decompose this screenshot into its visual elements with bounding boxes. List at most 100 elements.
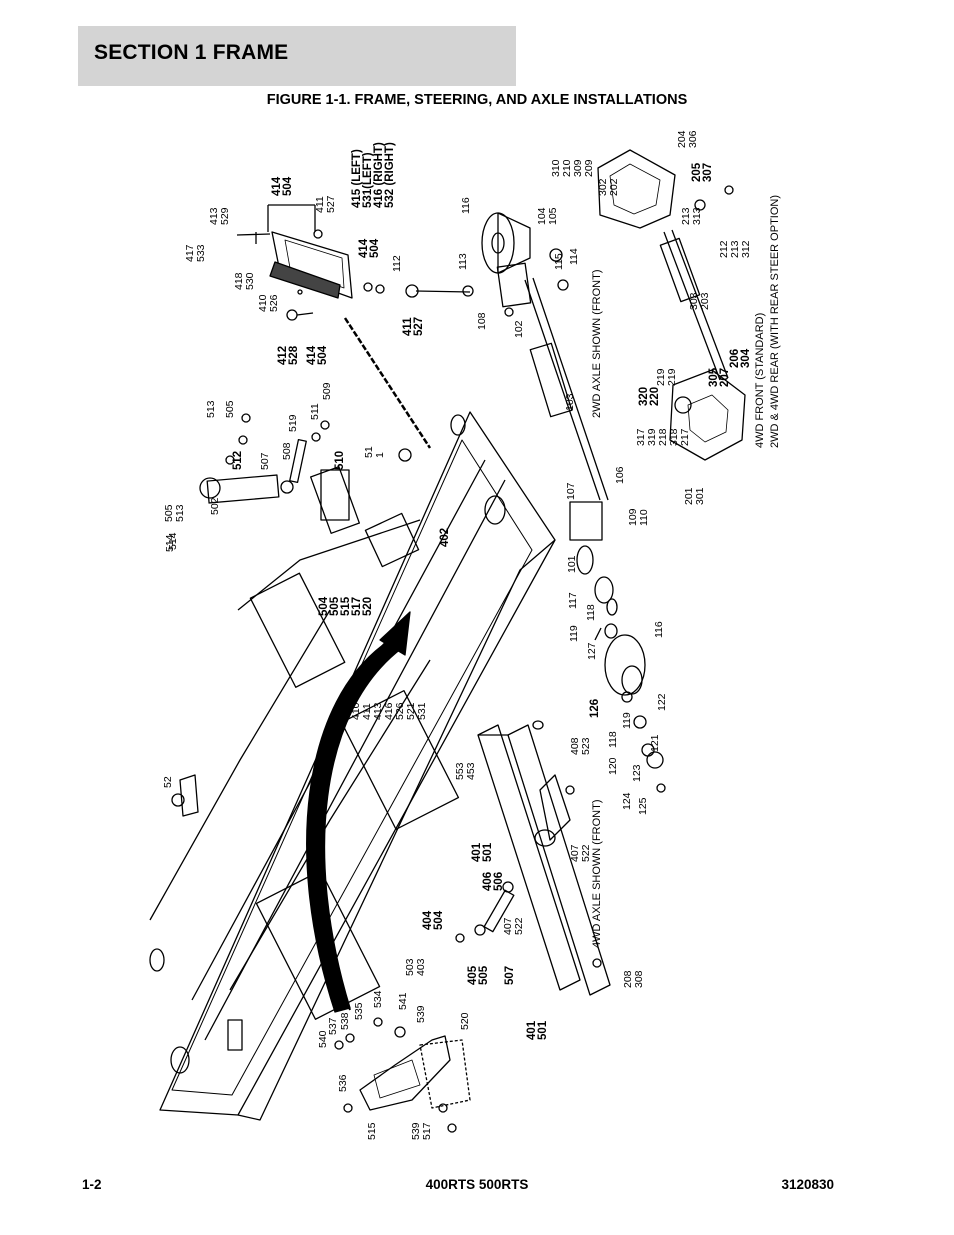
callout-line: 205	[691, 162, 703, 182]
callout-line: 116	[653, 621, 665, 638]
callout-70: 52	[162, 776, 174, 788]
note-rear-steer-option: 2WD & 4WD REAR (WITH REAR STEER OPTION)	[769, 195, 781, 448]
note-4wd-axle-front: 4WD AXLE SHOWN (FRONT)	[591, 799, 603, 948]
callout-line: 414	[358, 238, 370, 258]
callout-line: 512	[232, 451, 244, 470]
callout-line: 417	[184, 244, 196, 262]
callout-line: 506	[493, 872, 505, 891]
callout-line: 112	[391, 255, 403, 272]
callout-line: 416	[383, 702, 395, 720]
figure-title: FIGURE 1-1. FRAME, STEERING, AND AXLE IN…	[266, 92, 688, 108]
footer-page-number: 1-2	[82, 1177, 102, 1192]
callout-line: 402	[439, 528, 451, 547]
callout-81: 540	[317, 1030, 329, 1048]
callout-line: 118	[607, 731, 619, 748]
callout-87: 539	[415, 1005, 427, 1023]
callout-line: 414	[271, 176, 283, 196]
callout-line: 529	[219, 207, 231, 225]
axle-rear	[597, 149, 746, 461]
callout-line: 206	[729, 349, 741, 368]
callout-line: 531	[416, 702, 428, 720]
callout-line: 503	[404, 958, 416, 976]
callout-line: 403	[415, 958, 427, 976]
callout-line: 534	[372, 990, 384, 1008]
callout-12: 113	[457, 253, 469, 270]
callout-line: 510	[334, 451, 346, 470]
callout-line: 412	[277, 346, 289, 365]
callout-line: 401	[526, 1020, 538, 1040]
callout-60: 510	[334, 451, 346, 470]
callout-line: 309	[572, 159, 584, 177]
callout-13: 108	[476, 312, 488, 330]
callout-17: 115	[553, 253, 565, 270]
callout-59: 509	[321, 382, 333, 400]
callout-63: 514	[164, 534, 176, 552]
callout-line: 414	[306, 345, 318, 365]
callout-line: 115	[553, 253, 565, 270]
callout-line: 527	[325, 195, 337, 213]
callout-line: 517	[351, 597, 363, 616]
callout-line: 213	[729, 240, 741, 258]
callout-line: 505	[478, 965, 490, 985]
callout-54: 512	[232, 451, 244, 470]
callout-line: 531(LEFT)	[362, 152, 374, 208]
callout-line: 505	[224, 400, 236, 418]
callout-56: 508	[281, 442, 293, 460]
callout-line: 526	[268, 294, 280, 312]
callout-line: 101	[566, 555, 578, 573]
callout-line: 220	[649, 387, 661, 406]
callout-line: 123	[631, 764, 643, 782]
callout-line: 125	[637, 797, 649, 815]
callout-line: 407	[569, 844, 581, 862]
note-2wd-axle-front: 2WD AXLE SHOWN (FRONT)	[591, 269, 603, 418]
callout-line: 121	[649, 734, 661, 752]
callout-line: 504	[369, 238, 381, 258]
callout-64: 502	[209, 497, 221, 515]
callout-line: 218	[657, 428, 669, 446]
callout-line: 411	[314, 196, 326, 213]
callout-11: 112	[391, 255, 403, 272]
callout-line: 117	[567, 592, 579, 609]
callout-line: 119	[621, 712, 633, 729]
callout-line: 515	[366, 1122, 378, 1140]
callout-line: 413	[208, 207, 220, 225]
callout-37: 117	[567, 592, 579, 609]
callout-line: 539	[410, 1122, 422, 1140]
callout-38: 118	[585, 604, 597, 621]
callout-line: 120	[607, 757, 619, 775]
callout-line: 201	[683, 487, 695, 505]
callout-41: 116	[653, 621, 665, 638]
callout-line: 308	[633, 970, 645, 988]
callout-36: 101	[566, 555, 578, 573]
callout-line: 508	[281, 442, 293, 460]
callout-52: 513	[205, 400, 217, 418]
callout-14: 102	[513, 320, 525, 338]
callout-4: 415 (LEFT)531(LEFT)416 (RIGHT)532 (RIGHT…	[351, 142, 396, 208]
wheel-hub	[594, 576, 666, 793]
callout-78: 507	[504, 966, 516, 985]
callout-line: 109	[627, 508, 639, 526]
callout-line: 106	[614, 466, 626, 484]
callout-line: 51	[363, 446, 375, 458]
callout-line: 527	[413, 317, 425, 336]
callout-line: 219	[666, 368, 678, 386]
callout-line: 528	[288, 345, 300, 365]
callout-line: 302	[597, 178, 609, 196]
